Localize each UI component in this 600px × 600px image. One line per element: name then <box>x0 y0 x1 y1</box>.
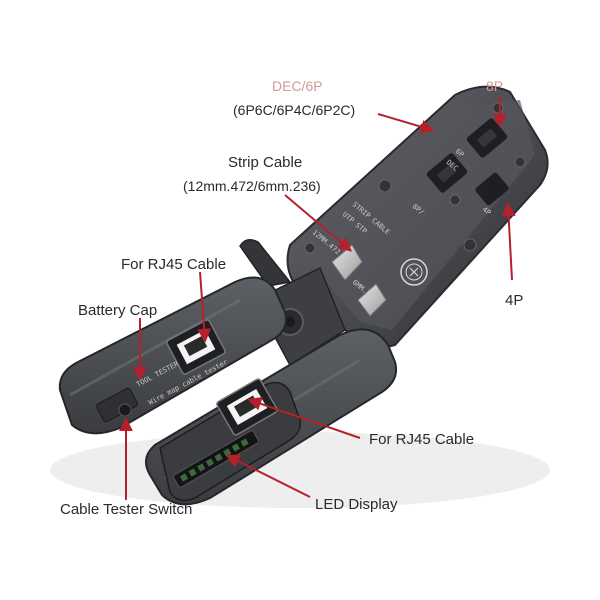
slot-6p <box>426 153 468 193</box>
arrow-dec-6p <box>377 113 435 134</box>
screw <box>463 238 477 252</box>
brand-seal-icon <box>400 258 428 286</box>
arrow-rj45-left <box>197 271 212 343</box>
screw <box>449 194 461 206</box>
label-led-display: LED Display <box>315 496 398 513</box>
etch-6p: 6P <box>454 147 466 159</box>
label-strip-cable-detail: (12mm.472/6mm.236) <box>183 178 321 194</box>
right-handle <box>145 328 398 506</box>
callout-arrows <box>119 96 516 500</box>
screw <box>378 179 392 193</box>
label-strip-cable: Strip Cable <box>228 154 303 171</box>
label-dec-6p-detail: (6P6C/6P4C/6P2C) <box>233 102 356 118</box>
arrow-4p <box>501 202 516 281</box>
etch-4p: 4P <box>481 205 493 217</box>
label-cable-tester-switch: Cable Tester Switch <box>60 501 193 518</box>
label-for-rj45-cable-right: For RJ45 Cable <box>369 431 475 448</box>
arrow-led-display <box>225 454 311 498</box>
slot-4p <box>475 172 509 206</box>
label-dec-6p: DEC/6P <box>272 78 323 94</box>
led-display <box>172 430 260 488</box>
tester-switch <box>118 403 132 417</box>
label-8p: 8P <box>486 78 504 94</box>
screw <box>514 156 526 168</box>
crimper-head: 6P DEC 8P/ 4P STRIP CABLE UTP STP 12MM.4… <box>286 85 549 349</box>
strip-blade-6mm <box>357 283 387 317</box>
arrow-rj45-right <box>247 397 361 439</box>
label-for-rj45-cable-left: For RJ45 Cable <box>121 256 227 273</box>
label-battery-cap: Battery Cap <box>78 302 158 319</box>
screw <box>304 242 316 254</box>
slot-8p <box>466 118 508 158</box>
label-4p: 4P <box>505 292 524 309</box>
arrow-strip-cable <box>284 194 353 252</box>
screw <box>492 102 504 114</box>
